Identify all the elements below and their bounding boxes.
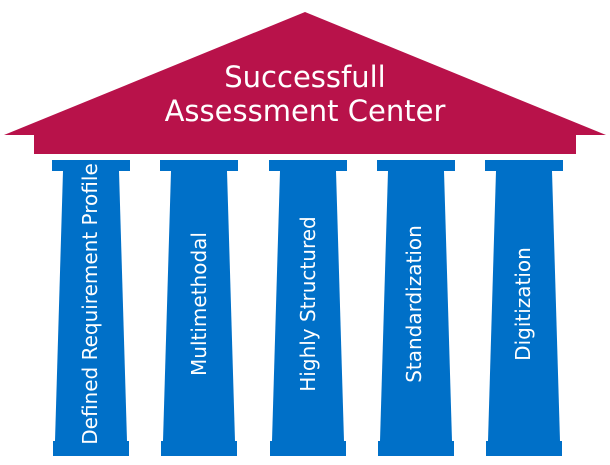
pillar-capital-multimethodal bbox=[160, 160, 238, 171]
roof-title-line-1: Successfull bbox=[224, 60, 386, 94]
roof-pediment bbox=[4, 12, 606, 135]
roof bbox=[4, 12, 606, 154]
roof-architrave bbox=[34, 134, 576, 154]
pillar-base-defined-requirement-profile bbox=[53, 441, 129, 456]
roof-title-line-2: Assessment Center bbox=[164, 94, 446, 128]
pillar-label-standardization: Standardization bbox=[402, 225, 426, 383]
pillar-label-highly-structured: Highly Structured bbox=[296, 216, 320, 392]
pillar-label-multimethodal: Multimethodal bbox=[187, 232, 211, 376]
pillar-base-digitization bbox=[486, 441, 562, 456]
pillar-shaft-digitization bbox=[488, 171, 560, 441]
pillar-base-multimethodal bbox=[161, 441, 237, 456]
pillar-base-standardization bbox=[378, 441, 454, 456]
pillar-base-highly-structured bbox=[270, 441, 346, 456]
pillar-capital-digitization bbox=[485, 160, 563, 171]
pillar-capital-highly-structured bbox=[269, 160, 347, 171]
pillar-label-digitization: Digitization bbox=[511, 247, 535, 361]
pillar-capital-standardization bbox=[377, 160, 455, 171]
pillar-shaft-highly-structured bbox=[272, 171, 344, 441]
pillar-shaft-standardization bbox=[380, 171, 452, 441]
pillar-shaft-defined-requirement-profile bbox=[55, 171, 127, 441]
pillar-capital-defined-requirement-profile bbox=[52, 160, 130, 171]
pillars bbox=[52, 160, 563, 456]
pillar-label-defined-requirement-profile: Defined Requirement Profile bbox=[78, 163, 102, 445]
pillar-shaft-multimethodal bbox=[163, 171, 235, 441]
